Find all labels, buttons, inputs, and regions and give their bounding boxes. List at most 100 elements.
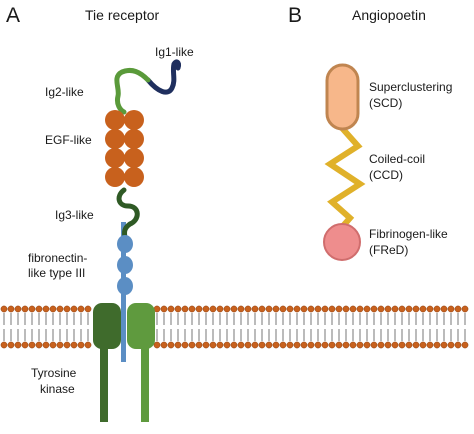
lipid-head (223, 305, 231, 313)
lipid-head (21, 341, 29, 349)
lipid-head (398, 305, 406, 313)
lipid-head (70, 341, 78, 349)
label-ccd-2: (CCD) (369, 168, 403, 182)
lipid-head (42, 341, 50, 349)
panel-b-title: Angiopoetin (352, 7, 426, 23)
lipid-head (84, 305, 92, 313)
lipid-head (377, 341, 385, 349)
cell-membrane (0, 305, 469, 349)
lipid-head (321, 341, 329, 349)
label-ccd-1: Coiled-coil (369, 152, 425, 166)
egf-bead (105, 167, 125, 187)
label-scd-1: Superclustering (369, 80, 452, 94)
lipid-head (356, 305, 364, 313)
fred-circle (323, 223, 361, 261)
label-fred-1: Fibrinogen-like (369, 227, 448, 241)
lipid-head (14, 341, 22, 349)
lipid-head (244, 341, 252, 349)
lipid-head (63, 341, 71, 349)
lipid-head (167, 341, 175, 349)
lipid-head (412, 341, 420, 349)
lipid-head (384, 341, 392, 349)
lipid-head (454, 341, 462, 349)
lipid-head (328, 305, 336, 313)
lipid-head (279, 341, 287, 349)
kinase-block-left (93, 303, 121, 349)
kinase-tail-left (100, 340, 108, 422)
lipid-head (447, 305, 455, 313)
lipid-head (370, 305, 378, 313)
tie-receptor (93, 59, 181, 422)
egf-bead (124, 167, 144, 187)
lipid-head (398, 341, 406, 349)
lipid-head (440, 341, 448, 349)
lipid-head (258, 341, 266, 349)
lipid-head (405, 341, 413, 349)
lipid-head (28, 305, 36, 313)
egf-bead (124, 148, 144, 168)
lipid-head (300, 341, 308, 349)
lipid-head (209, 341, 217, 349)
lipid-head (419, 305, 427, 313)
lipid-head (314, 305, 322, 313)
ig2-domain (114, 67, 151, 115)
kinase-block-right (127, 303, 155, 349)
lipid-head (56, 341, 64, 349)
lipid-head (153, 341, 161, 349)
lipid-head (7, 305, 15, 313)
lipid-head (77, 341, 85, 349)
lipid-head (42, 305, 50, 313)
lipid-head (77, 305, 85, 313)
egf-bead (124, 110, 144, 130)
transmembrane-segment (121, 300, 126, 360)
lipid-head (377, 305, 385, 313)
label-kinase-1: Tyrosine (31, 366, 77, 380)
lipid-head (426, 341, 434, 349)
lipid-head (286, 341, 294, 349)
angiopoetin (323, 63, 366, 261)
lipid-head (49, 341, 57, 349)
fibronectin-domain-3 (117, 277, 133, 295)
lipid-head (195, 341, 203, 349)
lipid-head (195, 305, 203, 313)
lipid-head (160, 305, 168, 313)
lipid-head (363, 341, 371, 349)
lipid-head (181, 341, 189, 349)
lipid-head (188, 305, 196, 313)
lipid-head (216, 305, 224, 313)
egf-bead (105, 110, 125, 130)
lipid-head (307, 341, 315, 349)
label-ig2: Ig2-like (45, 85, 84, 99)
lipid-head (63, 305, 71, 313)
lipid-head (335, 305, 343, 313)
lipid-head (35, 341, 43, 349)
kinase-tail-right (141, 340, 149, 422)
lipid-head (300, 305, 308, 313)
lipid-head (258, 305, 266, 313)
lipid-head (202, 305, 210, 313)
egf-domain (105, 110, 144, 187)
fibronectin-domain-2 (117, 256, 133, 274)
label-fibronectin-2: like type III (28, 266, 85, 280)
lipid-head (56, 305, 64, 313)
lipid-head (321, 305, 329, 313)
lipid-head (188, 341, 196, 349)
lipid-head (405, 305, 413, 313)
egf-bead (124, 129, 144, 149)
lipid-head (391, 341, 399, 349)
lipid-head (363, 305, 371, 313)
lipid-head (35, 305, 43, 313)
lipid-head (174, 341, 182, 349)
lipid-head (174, 305, 182, 313)
lipid-head (202, 341, 210, 349)
lipid-head (237, 341, 245, 349)
lipid-head (223, 341, 231, 349)
lipid-head (279, 305, 287, 313)
lipid-head (49, 305, 57, 313)
lipid-head (419, 341, 427, 349)
lipid-head (356, 341, 364, 349)
lipid-head (7, 341, 15, 349)
lipid-head (314, 341, 322, 349)
lipid-head (265, 341, 273, 349)
